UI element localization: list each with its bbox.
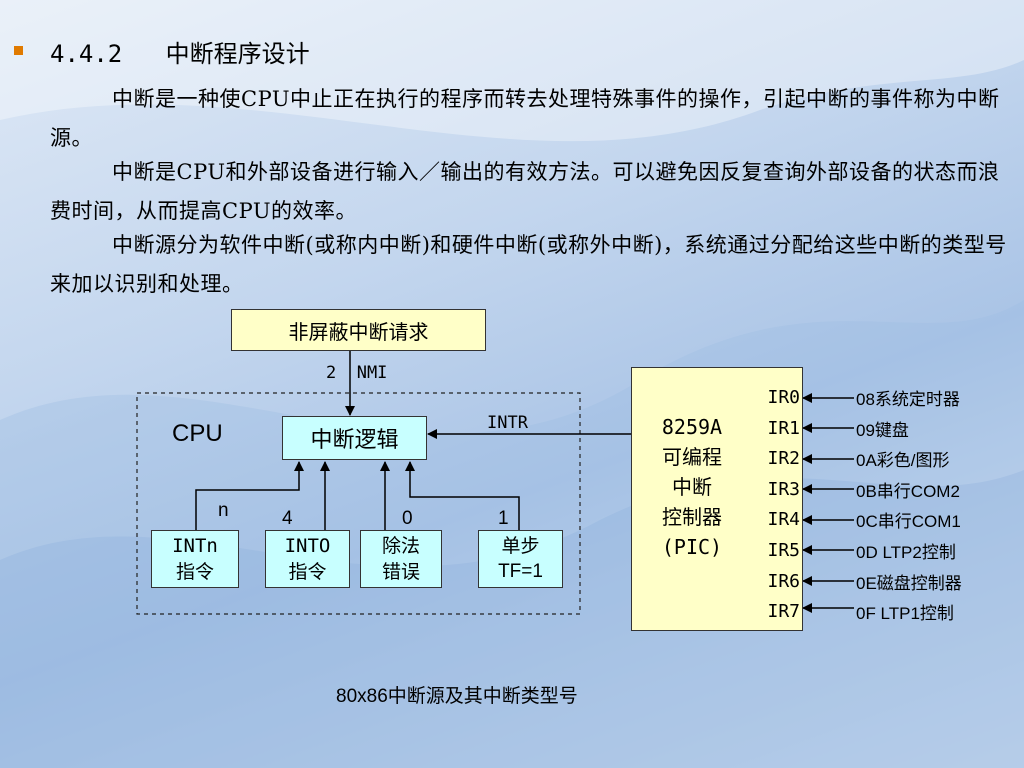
section-heading: 4.4.2 中断程序设计 bbox=[50, 34, 310, 69]
device-item: 08系统定时器 bbox=[856, 390, 960, 409]
source-step-line2: TF=1 bbox=[498, 561, 543, 582]
pic-title-line1: 8259A bbox=[661, 415, 723, 439]
ir-input: IR4 bbox=[767, 509, 800, 531]
nmi-request-box: 非屏蔽中断请求 bbox=[231, 309, 486, 351]
device-item: 0D LTP2控制 bbox=[856, 542, 956, 562]
paragraph-2: 中断是CPU和外部设备进行输入／输出的有效方法。可以避免因反复查询外部设备的状态… bbox=[50, 160, 1000, 223]
ir-input: IR0 bbox=[767, 387, 800, 408]
source-box-intn: INTn 指令 bbox=[151, 530, 239, 588]
device-item: 0F LTP1控制 bbox=[856, 604, 954, 624]
ir-input: IR6 bbox=[767, 570, 800, 592]
pic-title-line5: (PIC) bbox=[661, 535, 723, 559]
source-step-line1: 单步 bbox=[501, 535, 540, 557]
paragraph-1: 中断是一种使CPU中止正在执行的程序而转去处理特殊事件的操作，引起中断的事件称为… bbox=[50, 87, 1000, 150]
ir-input: IR1 bbox=[767, 417, 800, 439]
diagram-caption: 80x86中断源及其中断类型号 bbox=[336, 686, 578, 707]
pic-8259a-box: 8259A 可编程 中断 控制器 (PIC) bbox=[631, 367, 803, 631]
ir-input: IR5 bbox=[767, 539, 800, 561]
source-divide-line2: 错误 bbox=[381, 561, 420, 583]
ir-input: IR3 bbox=[767, 478, 800, 500]
source-intn-line2: 指令 bbox=[175, 561, 214, 583]
intr-label: INTR bbox=[487, 413, 528, 433]
device-item: 0E磁盘控制器 bbox=[856, 573, 962, 593]
interrupt-logic-box: 中断逻辑 bbox=[282, 416, 427, 460]
type-number-into: 4 bbox=[282, 508, 293, 529]
pic-title-line2: 可编程 bbox=[662, 445, 722, 469]
pic-title-line3: 中断 bbox=[672, 475, 712, 499]
device-item: 0B串行COM2 bbox=[856, 481, 960, 501]
source-box-divide-error: 除法 错误 bbox=[360, 530, 442, 588]
type-number-step: 1 bbox=[498, 508, 509, 529]
nmi-label: 2 NMI bbox=[326, 363, 388, 383]
section-number: 4.4.2 bbox=[50, 40, 123, 68]
device-item: 0C串行COM1 bbox=[856, 512, 961, 532]
pic-title-line4: 控制器 bbox=[662, 505, 722, 529]
ir-input: IR7 bbox=[767, 601, 800, 623]
source-into-line2: 指令 bbox=[288, 561, 327, 583]
source-box-into: INTO 指令 bbox=[265, 530, 350, 588]
paragraph-3: 中断源分为软件中断(或称内中断)和硬件中断(或称外中断)，系统通过分配给这些中断… bbox=[50, 233, 1007, 296]
source-intn-line1: INTn bbox=[172, 535, 218, 557]
ir-input: IR2 bbox=[767, 448, 800, 470]
section-title: 中断程序设计 bbox=[165, 40, 310, 68]
source-divide-line1: 除法 bbox=[381, 535, 420, 557]
source-into-line1: INTO bbox=[284, 535, 331, 557]
type-number-divide: 0 bbox=[402, 508, 413, 529]
type-number-intn: n bbox=[218, 500, 229, 521]
pic-ir-inputs: IR0 IR1 IR2 IR3 IR4 IR5 IR6 IR7 bbox=[762, 383, 800, 628]
device-item: 09键盘 bbox=[856, 420, 909, 440]
device-item: 0A彩色/图形 bbox=[856, 451, 950, 471]
bullet-icon bbox=[14, 46, 23, 55]
source-box-single-step: 单步 TF=1 bbox=[478, 530, 563, 588]
device-list: 08系统定时器 09键盘 0A彩色/图形 0B串行COM2 0C串行COM1 0… bbox=[856, 385, 962, 630]
pic-title: 8259A 可编程 中断 控制器 (PIC) bbox=[640, 412, 744, 562]
cpu-label: CPU bbox=[172, 420, 223, 447]
